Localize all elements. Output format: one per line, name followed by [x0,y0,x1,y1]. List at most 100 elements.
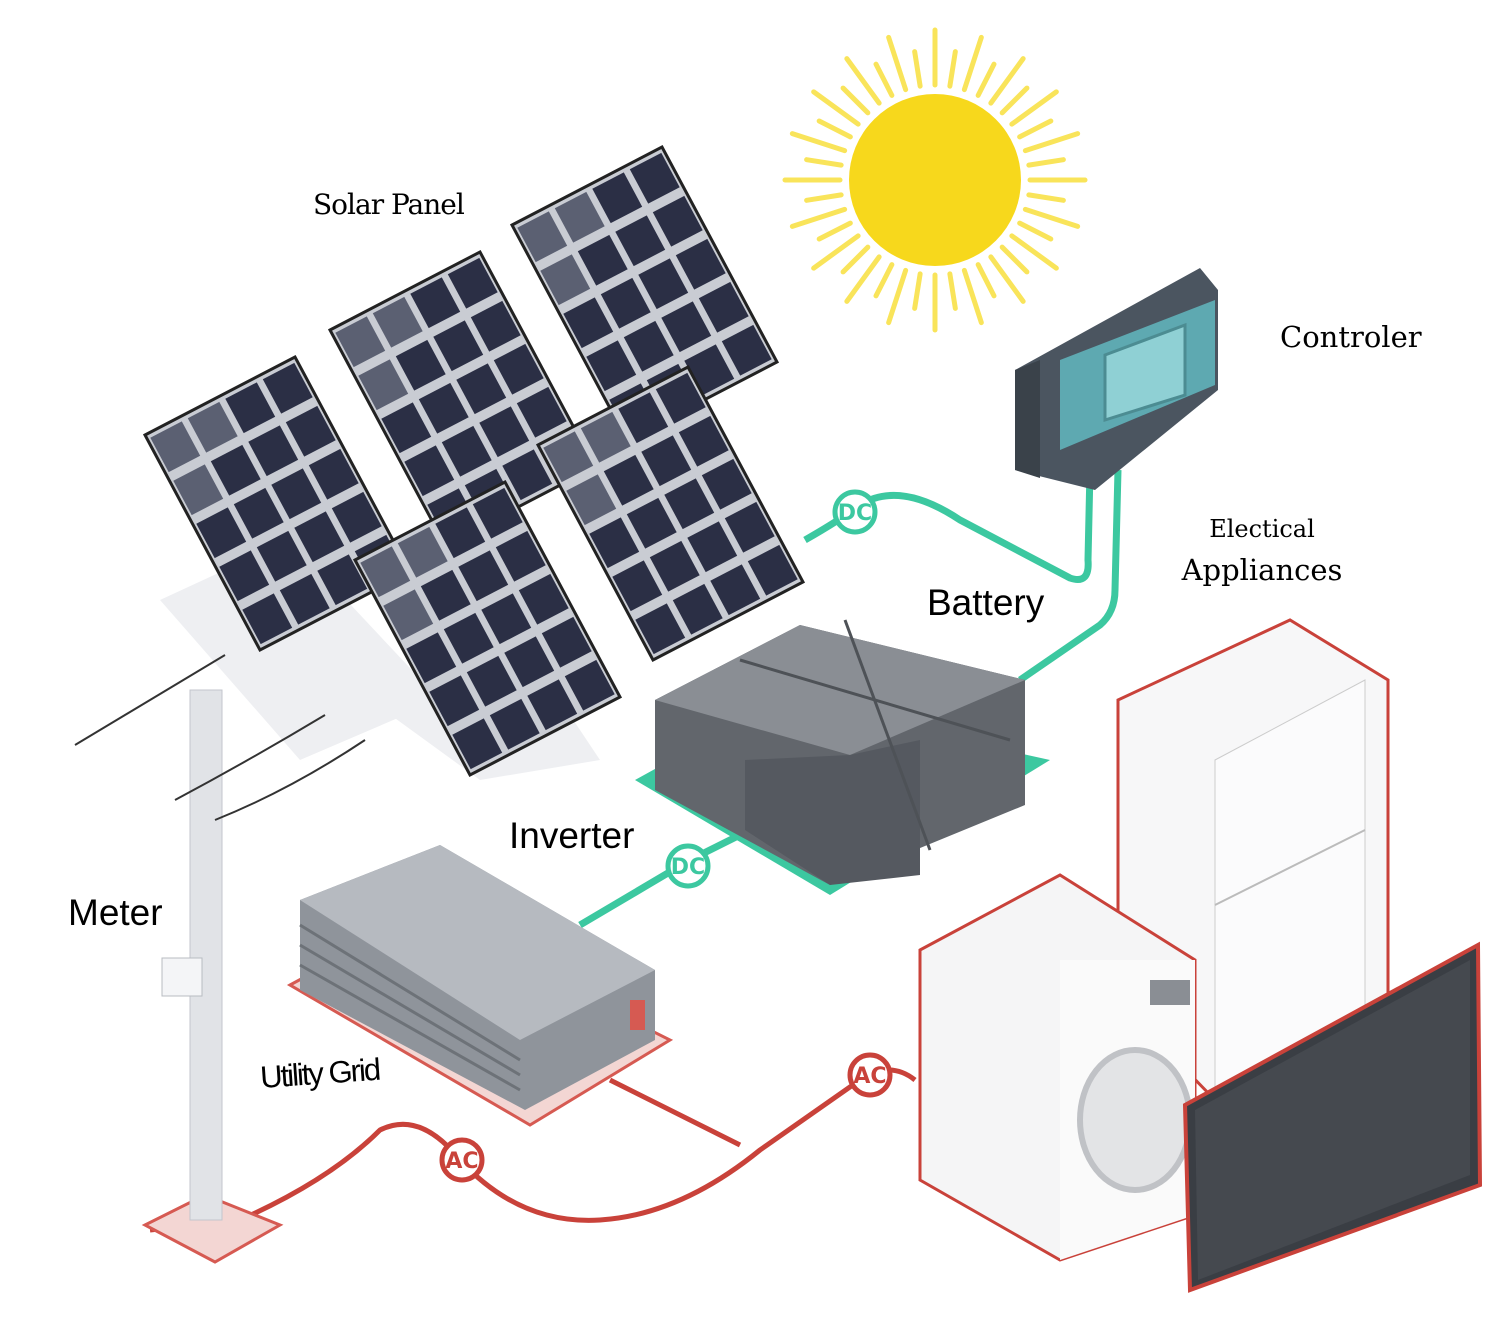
solar-cell [589,517,640,569]
solar-cell [540,254,591,306]
solar-cell [262,362,313,414]
sun-ray [789,206,848,229]
label-appliances-line2: Appliances [1181,553,1343,587]
solar-cell [383,589,434,641]
solar-cell [710,564,761,616]
label-inverter: Inverter [509,815,634,856]
sun-ray [811,233,861,271]
sun-ray [804,157,844,168]
utility-pole [74,654,366,1264]
solar-cell [335,316,386,368]
sun-ray [811,89,861,127]
meter-box [161,957,203,997]
label-solar-panel: Solar Panel [313,188,465,221]
sun-ray [961,34,984,93]
label-appliances-line1: Electical [1209,515,1315,543]
solar-cell [447,257,498,309]
sun-ray [1009,89,1059,127]
solar-cell [641,435,692,487]
svg-text:DC: DC [838,501,872,526]
solar-cell [661,301,712,353]
solar-cell [360,546,411,598]
solar-cell [404,445,455,497]
solar-cell [664,478,715,530]
sun-ray [1026,157,1066,168]
solar-cell [279,573,330,625]
solar-cell [518,573,569,625]
inverter-device [286,845,674,1127]
label-utility-grid: Utility Grid [259,1052,381,1095]
solar-cell [470,300,521,352]
solar-panel-array [142,144,806,778]
sun-ray [844,56,882,106]
solar-cell [150,421,201,473]
sun-ray [988,56,1026,106]
solar-cell [248,425,299,477]
sun-ray [873,61,895,98]
sun-ray [1026,192,1066,203]
solar-cell [479,406,530,458]
sun-ray [816,220,853,242]
solar-cell [592,172,643,224]
controller-device [1015,268,1218,490]
solar-cell [381,402,432,454]
solar-cell [196,507,247,559]
solar-cell [331,491,382,543]
solar-cell [429,675,480,727]
solar-cell [586,340,637,392]
solar-cell [672,583,723,635]
solar-cell [410,277,461,329]
solar-cell [493,343,544,395]
dc-badge-inverter: DC [665,843,711,889]
solar-cell [187,401,238,453]
solar-cell [317,554,368,606]
sun-ray [1009,233,1059,271]
solar-cell [443,612,494,664]
sun-ray [886,267,909,326]
solar-panel [352,479,623,778]
label-meter: Meter [68,892,163,933]
solar-cell [441,425,492,477]
solar-cell [210,444,261,496]
sun-ray [886,34,909,93]
solar-cell [517,211,568,263]
solar-cell [372,296,423,348]
sun-ray [961,267,984,326]
ac-badge-grid: AC [439,1137,485,1183]
solar-cell [233,487,284,539]
solar-cell [652,195,703,247]
solar-cell [747,544,798,596]
solar-cell [433,320,484,372]
sun-ray [999,85,1030,116]
television [1182,941,1483,1293]
solar-cell [481,593,532,645]
solar-cell [635,603,686,655]
solar-cell [655,372,706,424]
solar-cell [173,464,224,516]
solar-cell [435,507,486,559]
solar-cell [541,616,592,668]
solar-cell [724,501,775,553]
solar-cell [358,359,409,411]
sun-ray [912,49,923,89]
label-battery: Battery [927,582,1045,623]
washing-machine [918,873,1197,1262]
solar-cell [418,382,469,434]
solar-cell [466,655,517,707]
sun-ray [947,271,958,311]
solar-cell [495,530,546,582]
sun-ray [816,118,853,140]
sun-ray [975,262,997,299]
solar-cell [566,474,617,526]
solar-cell [600,277,651,329]
solar-cell [458,550,509,602]
solar-cell [395,339,446,391]
svg-text:AC: AC [853,1064,886,1089]
sun-ray [1017,220,1054,242]
solar-cell [406,632,457,684]
sun-ray [975,61,997,98]
solar-cell [502,449,553,501]
solar-cell [242,593,293,645]
battery-bank [635,619,1050,895]
